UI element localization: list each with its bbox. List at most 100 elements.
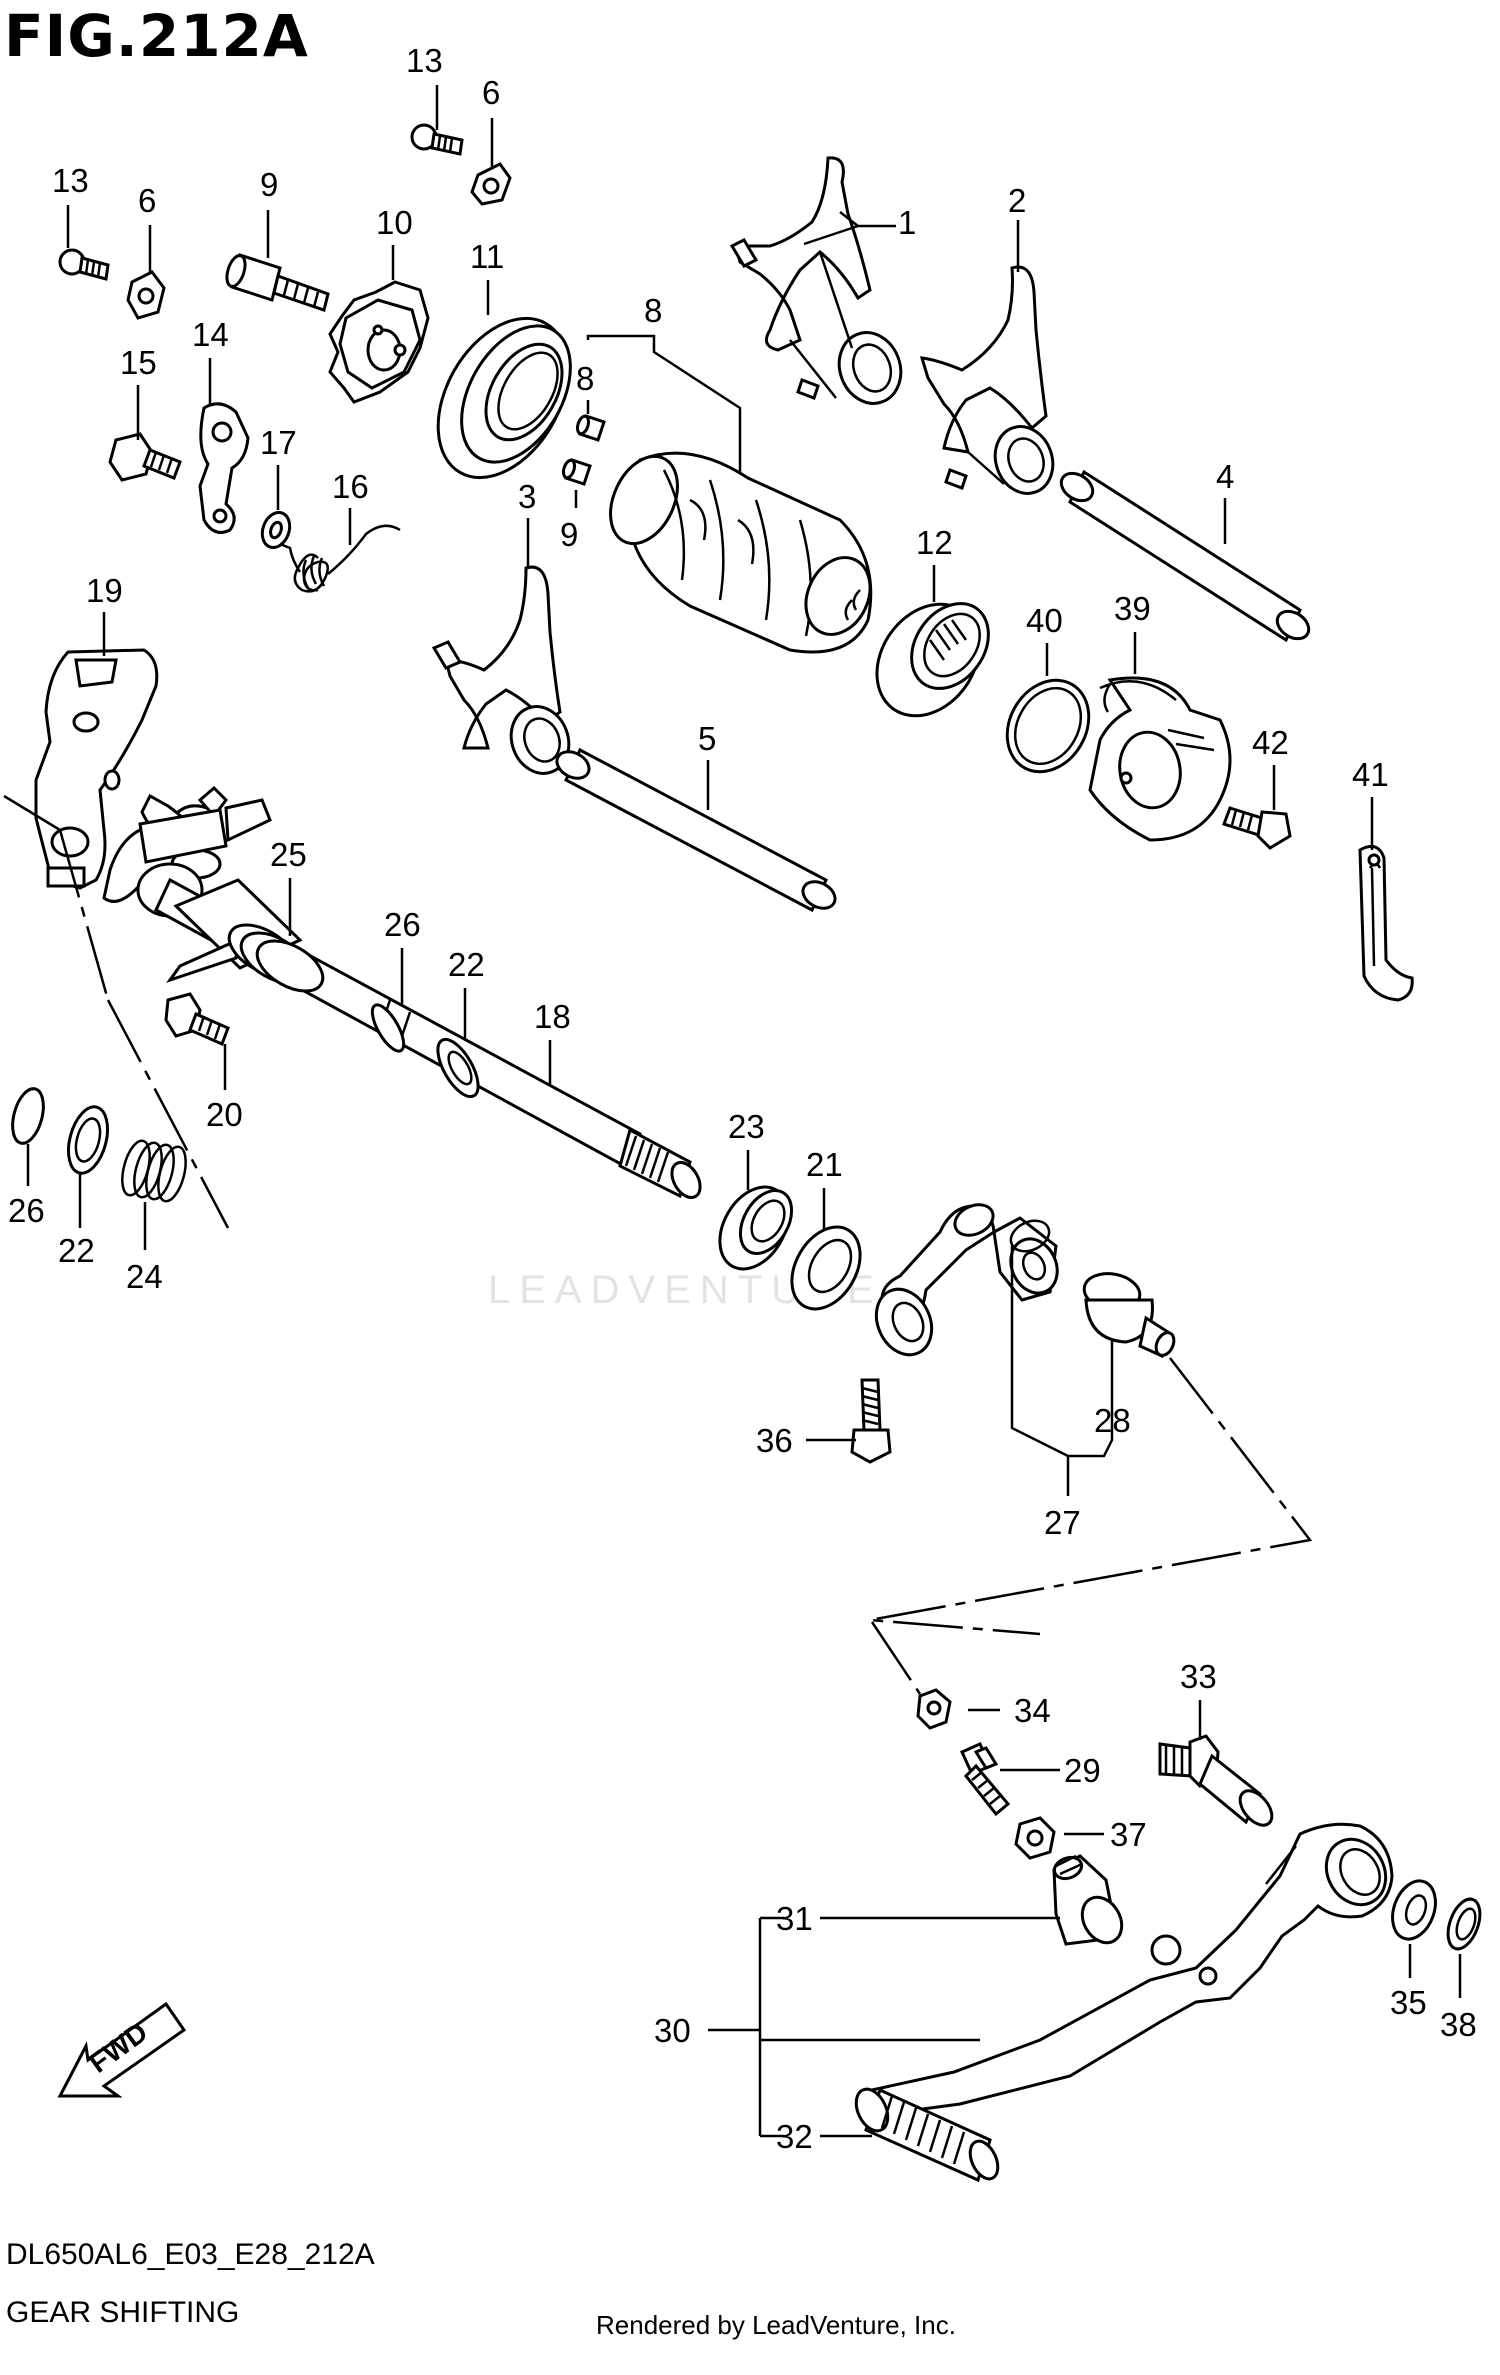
part-12-bearing (875, 602, 990, 718)
part-23-oil-seal (718, 1185, 794, 1271)
callout-18: 18 (534, 998, 571, 1035)
part-5-shift-fork-shaft (555, 747, 837, 913)
part-11-bearing (436, 316, 572, 480)
part-37-nut (1014, 1816, 1056, 1860)
part-26-circlip (11, 1087, 45, 1145)
part-28-rod-end-joint (1082, 1272, 1176, 1359)
part-2-shift-fork (919, 265, 1055, 495)
part-30-gearshift-lever (868, 1822, 1394, 2118)
callout-11: 11 (470, 238, 504, 275)
part-40-o-ring (1005, 678, 1091, 774)
part-3-shift-fork (431, 565, 571, 775)
callout-8-upper: 8 (576, 360, 594, 397)
callout-23: 23 (728, 1108, 765, 1145)
callout-1: 1 (898, 204, 916, 241)
part-10-gearshift-cam (328, 280, 430, 404)
part-17-washer (260, 511, 292, 549)
callout-21: 21 (806, 1146, 843, 1183)
callout-39: 39 (1114, 590, 1151, 627)
reference-lines (3, 794, 1313, 1695)
diagram-code: DL650AL6_E03_E28_212A (6, 2238, 375, 2271)
part-7-shift-drum (609, 451, 873, 654)
callout-6-left: 6 (138, 182, 156, 219)
callout-31: 31 (776, 1900, 813, 1937)
part-36-bolt (850, 1378, 892, 1464)
callout-22-left: 22 (58, 1232, 95, 1269)
callout-27: 27 (1044, 1504, 1081, 1541)
callout-22-shaft: 22 (448, 946, 485, 983)
callout-8-lower: 9 (560, 516, 578, 553)
part-18-gearshift-shaft (154, 877, 702, 1200)
part-13-bolt-upper (410, 123, 464, 156)
callout-41: 41 (1352, 756, 1389, 793)
part-9-pin (225, 253, 330, 312)
callout-34: 34 (1014, 1692, 1051, 1729)
callouts: 13 6 13 6 9 10 11 8 1 2 8 9 15 14 17 16 … (8, 42, 1477, 2155)
part-24-spring (121, 1139, 187, 1203)
callout-13-left: 13 (52, 162, 89, 199)
callout-17: 17 (260, 424, 297, 461)
part-38-circlip (1446, 1897, 1482, 1951)
callout-20: 20 (206, 1096, 243, 1133)
part-6-washer-upper (470, 162, 512, 206)
part-15-spring (279, 524, 401, 593)
callout-16: 15 (120, 344, 157, 381)
callout-35: 35 (1390, 1984, 1427, 2021)
callout-40: 40 (1026, 602, 1063, 639)
callout-3: 3 (518, 478, 536, 515)
callout-42: 42 (1252, 724, 1289, 761)
part-13-bolt-left (58, 248, 110, 281)
part-16-bolt (108, 432, 182, 482)
part-22-washer-on-shaft (436, 1037, 480, 1099)
callout-29: 29 (1064, 1752, 1101, 1789)
callout-19: 19 (86, 572, 123, 609)
callout-24: 24 (126, 1258, 163, 1295)
callout-4: 4 (1216, 458, 1234, 495)
part-34-nut (916, 1688, 952, 1730)
callout-36: 36 (756, 1422, 793, 1459)
callout-37: 37 (1110, 1816, 1147, 1853)
part-29-bolt (960, 1742, 1011, 1817)
part-39-gear-position-sensor (1088, 676, 1232, 842)
part-21-washer (790, 1225, 862, 1311)
callout-13-upper: 13 (406, 42, 443, 79)
part-8-pin-lower (561, 458, 592, 486)
part-33-pivot-bolt (1158, 1734, 1274, 1827)
callout-38: 38 (1440, 2006, 1477, 2043)
part-25-shift-shaft-arm (102, 785, 272, 918)
callout-6-upper: 6 (482, 74, 500, 111)
callout-7: 8 (644, 292, 662, 329)
callout-33: 33 (1180, 1658, 1217, 1695)
part-19-plate (34, 648, 159, 890)
part-22-washer (67, 1105, 109, 1175)
callout-15: 16 (332, 468, 369, 505)
callout-5: 5 (698, 720, 716, 757)
part-14-gearshift-arm-stopper (198, 402, 250, 534)
section-name: GEAR SHIFTING (6, 2296, 240, 2329)
part-20-bolt (164, 992, 230, 1047)
part-1-shift-fork (729, 156, 903, 405)
part-26-circlip-on-shaft (370, 1003, 406, 1053)
part-42-bolt (1222, 806, 1292, 850)
part-31-shift-lever-pivot (1052, 1854, 1124, 1946)
leader-lines (26, 85, 1462, 2138)
fwd-arrow-icon: FWD (57, 2001, 187, 2098)
callout-14: 14 (192, 316, 229, 353)
part-41-clamp (1358, 844, 1414, 1002)
callout-32: 32 (776, 2118, 813, 2155)
callout-9: 9 (260, 166, 278, 203)
callout-25: 25 (270, 836, 307, 873)
callout-30: 30 (654, 2012, 691, 2049)
part-8-pin-upper (575, 414, 606, 442)
callout-26-left: 26 (8, 1192, 45, 1229)
callout-10: 10 (376, 204, 413, 241)
part-4-shift-fork-shaft (1059, 469, 1311, 643)
callout-2: 2 (1008, 182, 1026, 219)
part-27-shift-lever-rod-arm (874, 1203, 1059, 1357)
callout-26-shaft: 26 (384, 906, 421, 943)
figure-title: FIG.212A (4, 2, 309, 70)
rendered-by-credit: Rendered by LeadVenture, Inc. (596, 2310, 956, 2340)
callout-12: 12 (916, 524, 953, 561)
